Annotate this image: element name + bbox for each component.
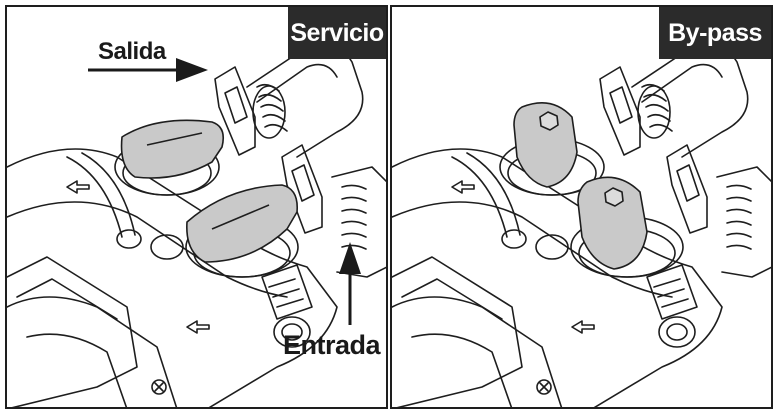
outlet-knob-bypass bbox=[513, 101, 578, 188]
inlet-knob bbox=[186, 184, 299, 263]
valve-drawing-bypass bbox=[392, 43, 771, 407]
service-tag: Servicio bbox=[288, 7, 386, 59]
outlet-label: Salida bbox=[98, 38, 166, 65]
outlet-arrow-head bbox=[176, 58, 208, 82]
bypass-position-panel: By-pass bbox=[390, 5, 773, 409]
outlet-knob bbox=[120, 119, 225, 179]
bypass-tag: By-pass bbox=[659, 7, 771, 59]
valve-drawing-service bbox=[7, 43, 386, 407]
inlet-label: Entrada bbox=[283, 330, 381, 360]
inlet-arrow-head bbox=[339, 242, 361, 274]
inlet-knob-bypass bbox=[577, 176, 648, 270]
